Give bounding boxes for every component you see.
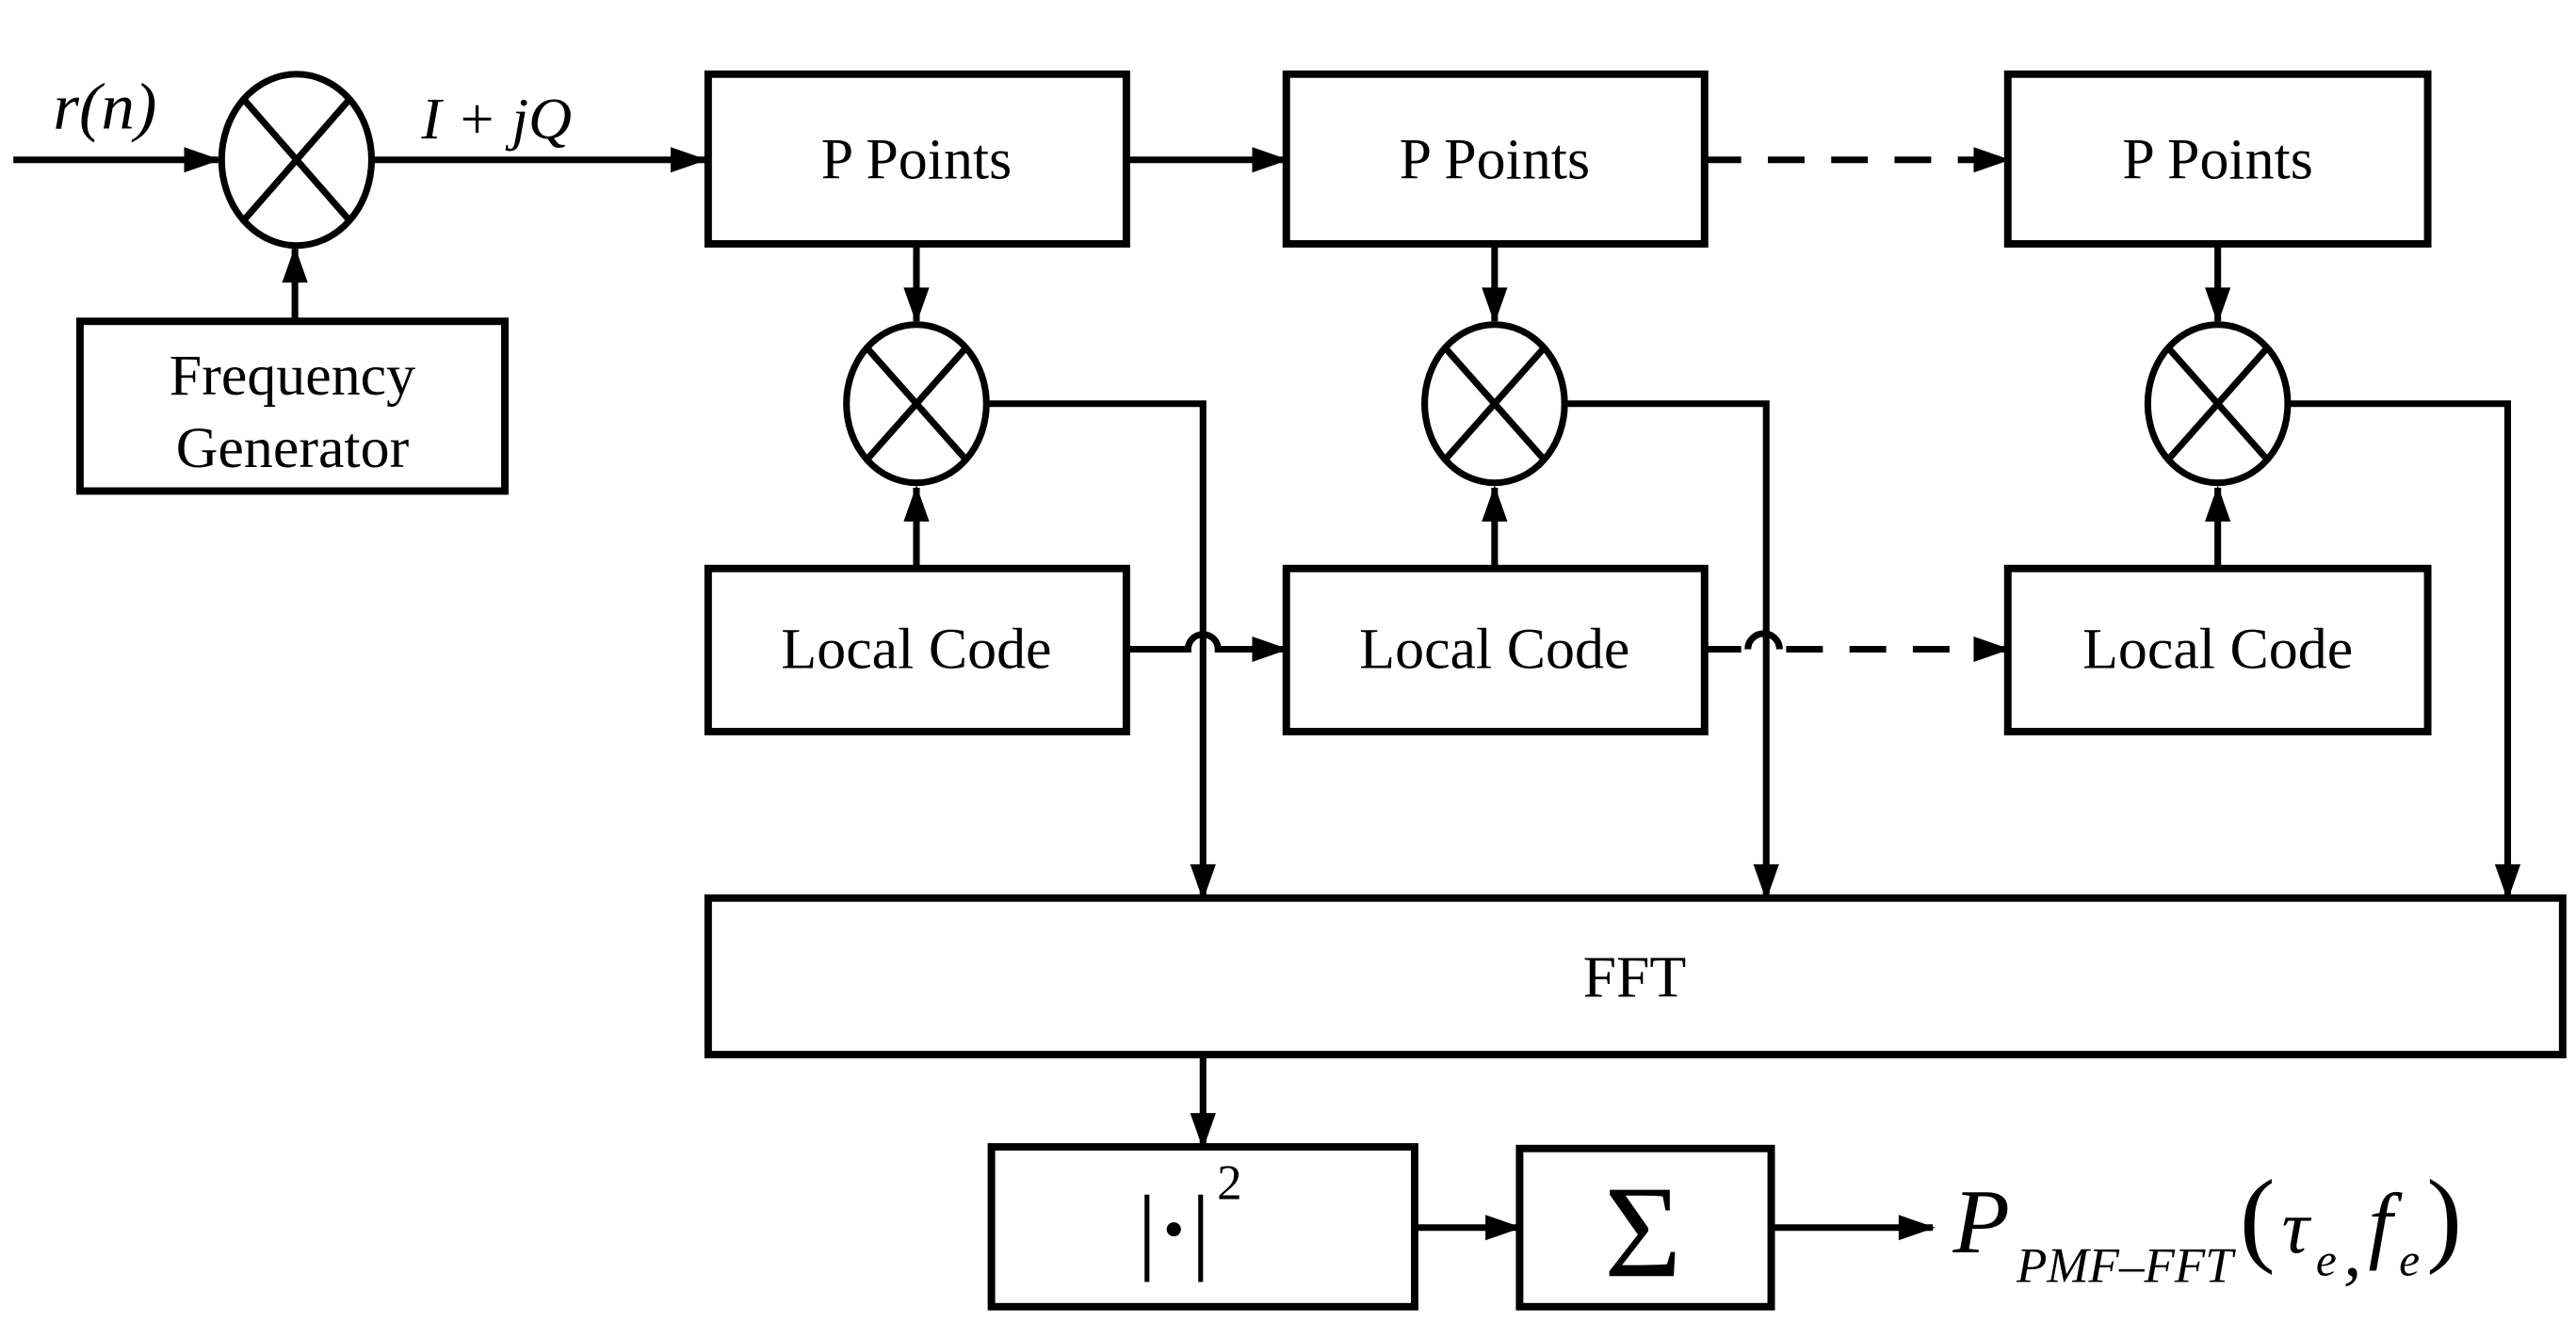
frequency-generator-label: Generator xyxy=(176,416,410,480)
fft-box xyxy=(704,894,2567,1058)
multiplier-cross-line xyxy=(864,346,969,462)
frequency-generator-box xyxy=(75,317,510,495)
p-points-box-2 xyxy=(1282,70,1709,248)
multiplier-cross-line xyxy=(1442,346,1547,462)
pmf-branch-3: P Points Local Code xyxy=(2003,70,2521,901)
multiplier-to-fft-wire-3 xyxy=(2287,400,2521,901)
pmf-branch-1: P Points Local Code xyxy=(704,70,1216,901)
multiplier-icon xyxy=(2144,321,2292,487)
local-code-label-2: Local Code xyxy=(1359,618,1629,682)
multiplier-icon xyxy=(218,71,376,250)
carrier-wipeoff-stage: r(n) I + jQ Frequency Generator xyxy=(13,71,707,495)
pmf-branch-2: P Points Local Code xyxy=(1282,70,1779,901)
p-points-label-2: P Points xyxy=(1400,128,1590,192)
local-code-label-1: Local Code xyxy=(781,618,1051,682)
line-jump-hop xyxy=(1744,630,1783,650)
multiplier-icon xyxy=(1421,321,1568,487)
local-code-chain-arrow-1-2 xyxy=(1126,631,1289,662)
local-code-label-3: Local Code xyxy=(2082,618,2353,682)
multiplier-icon xyxy=(843,321,990,487)
p-points-box-3 xyxy=(2003,70,2432,248)
fft-label: FFT xyxy=(1583,944,1687,1010)
output-label: P PMF–FFT ( τ e , f e ) xyxy=(1952,1160,2462,1294)
multiplier-cross-line xyxy=(240,97,352,223)
magnitude-squared-label: | • | 2 xyxy=(1138,1156,1242,1282)
multiplier-to-fft-wire-1 xyxy=(986,400,1216,901)
p-points-label-3: P Points xyxy=(2122,128,2312,192)
p-points-label-1: P Points xyxy=(821,128,1012,192)
input-signal-label: r(n) xyxy=(53,71,156,144)
frequency-generator-label: Frequency xyxy=(170,344,416,408)
multiplier-to-fft-wire-2 xyxy=(1564,400,1779,901)
multiplier-cross-line xyxy=(2165,346,2270,462)
summation-label: Σ xyxy=(1604,1160,1681,1305)
magnitude-squared-box xyxy=(987,1143,1418,1311)
detection-stage: | • | 2 Σ P PMF–FFT ( τ e , f e ) xyxy=(987,1143,2462,1311)
mixer-output-label: I + jQ xyxy=(420,86,572,152)
fft-stage: FFT xyxy=(704,894,2567,1150)
